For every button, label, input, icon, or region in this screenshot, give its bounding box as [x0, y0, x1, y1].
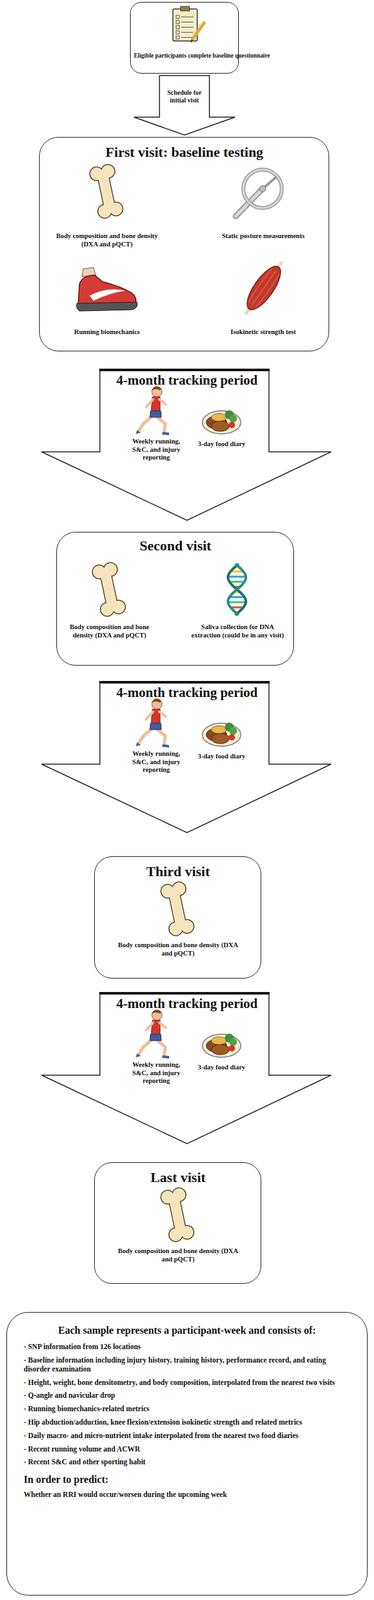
start-box: Eligible participants complete baseline …: [130, 1, 239, 74]
runner-icon: [135, 699, 170, 748]
questionnaire-icon: [172, 6, 205, 43]
node-title: 4-month tracking period: [103, 372, 271, 389]
node-text: Isokinetic strength test: [208, 328, 318, 337]
node-text: Saliva collection for DNA extraction (co…: [186, 623, 289, 640]
node-text: - Height, weight, bone densitometry, and…: [23, 1379, 351, 1389]
node-text: Body composition and bone density (DXA a…: [61, 623, 158, 640]
node-text: Whether an RRI would occur/worsen during…: [23, 1491, 351, 1501]
food-icon: [202, 1034, 241, 1058]
edge-label: Schedule for initial visit: [162, 89, 207, 105]
node-text: - Baseline information including injury …: [23, 1357, 351, 1375]
bone-icon: [160, 1187, 195, 1244]
node-title: Each sample represents a participant-wee…: [23, 1325, 351, 1338]
node-title: Eligible participants complete baseline …: [133, 52, 237, 60]
node-text: 3-day food diary: [192, 753, 251, 762]
goniometer-icon: [235, 169, 282, 217]
node-title: First visit: baseline testing: [49, 144, 319, 161]
food-icon: [202, 723, 241, 747]
visit-box: Second visitBody composition and bone de…: [56, 532, 294, 667]
muscle-icon: [238, 257, 290, 319]
node-text: - Hip abduction/adduction, knee flexion/…: [23, 1419, 351, 1429]
tracking-arrow: 4-month tracking periodWeekly running, S…: [40, 681, 332, 834]
tracking-arrow: 4-month tracking periodWeekly running, S…: [40, 368, 332, 522]
arrow-outline: [40, 681, 332, 834]
node-text: Body composition and bone density (DXA a…: [52, 232, 162, 249]
bone-icon: [89, 163, 124, 220]
node-text: Running biomechanics: [52, 328, 162, 337]
node-text: Weekly running, S&C, and injury reportin…: [124, 438, 189, 463]
visit-box: First visit: baseline testingBody compos…: [39, 137, 330, 352]
dna-icon: [227, 564, 246, 616]
node-text: Weekly running, S&C, and injury reportin…: [124, 1061, 189, 1087]
visit-box: Third visitBody composition and bone den…: [94, 856, 262, 980]
arrow-top-bar: [99, 992, 270, 996]
block-arrow: [133, 75, 236, 136]
node-text: Weekly running, S&C, and injury reportin…: [124, 750, 189, 775]
node-text: - Running biomechanics-related metrics: [23, 1405, 351, 1415]
node-text: - Q-angle and navicular drop: [23, 1392, 351, 1402]
node-title: Last visit: [102, 1170, 254, 1187]
node-text: Body composition and bone density (DXA a…: [117, 942, 239, 959]
node-text: In order to predict:: [23, 1474, 351, 1487]
node-title: 4-month tracking period: [103, 685, 271, 702]
arrow-outline: [41, 993, 332, 1145]
connectors: [133, 75, 236, 136]
tracking-arrow: 4-month tracking periodWeekly running, S…: [40, 992, 332, 1146]
node-title: 4-month tracking period: [103, 996, 271, 1013]
food-icon: [202, 410, 241, 435]
arrow-outline: [40, 992, 332, 1146]
node-title: Second visit: [66, 537, 285, 555]
node-title: Third visit: [102, 863, 254, 881]
node-text: Static posture measurements: [208, 232, 318, 241]
arrow-top-bar: [99, 368, 270, 372]
node-text: - Daily macro- and micro-nutrient intake…: [23, 1432, 351, 1442]
summary-box: Each sample represents a participant-wee…: [6, 1312, 368, 1597]
bone-icon: [91, 562, 127, 618]
arrow-outline: [40, 368, 332, 522]
node-text: - SNP information from 126 locations: [23, 1343, 351, 1353]
node-text: - Recent running volume and ACWR: [23, 1446, 351, 1456]
node-text: - Recent S&C and other sporting habit: [23, 1458, 351, 1468]
arrow-outline: [41, 682, 332, 834]
runner-icon: [135, 1010, 170, 1060]
visit-box: Last visitBody composition and bone dens…: [94, 1162, 262, 1285]
node-text: 3-day food diary: [192, 440, 251, 449]
shoe-icon: [76, 267, 138, 312]
bone-icon: [160, 881, 195, 937]
runner-icon: [135, 386, 170, 436]
arrow-outline: [41, 369, 332, 521]
node-text: Body composition and bone density (DXA a…: [117, 1248, 239, 1265]
arrow-top-bar: [99, 681, 270, 684]
node-text: 3-day food diary: [192, 1064, 251, 1073]
